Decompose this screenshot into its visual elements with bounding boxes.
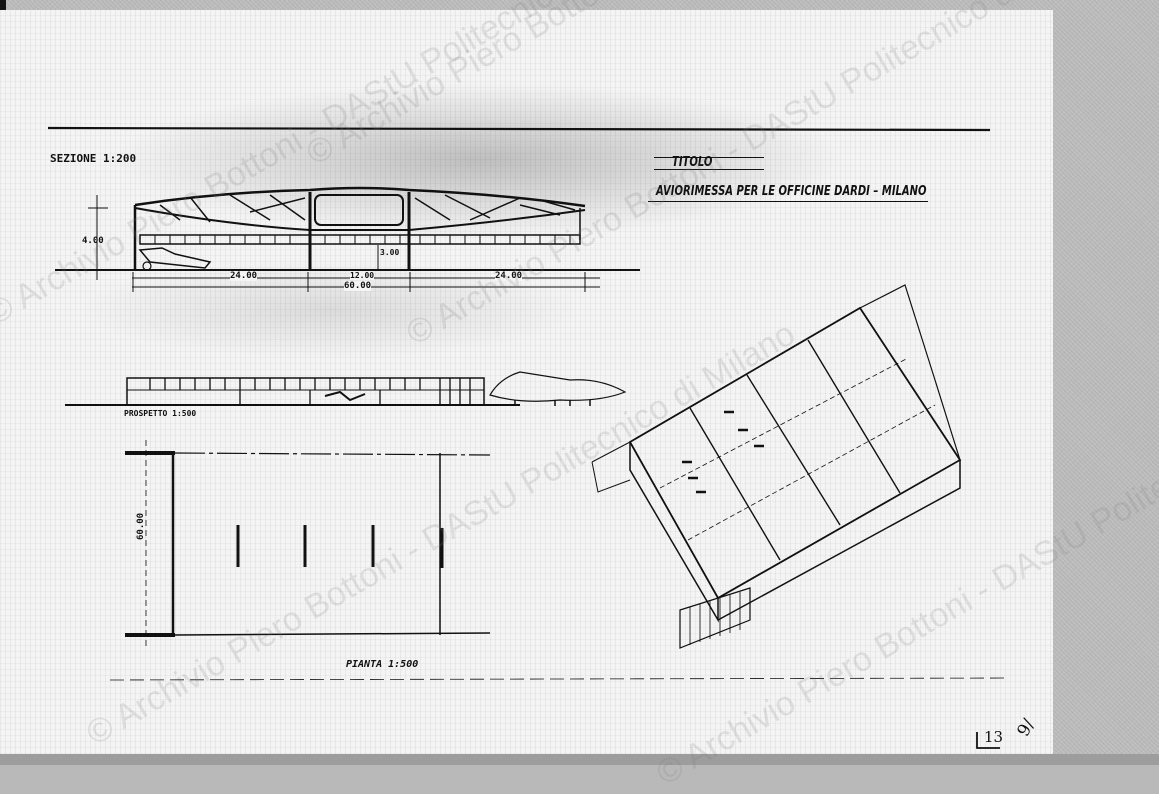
clear-height-dimension: 3.00: [380, 248, 400, 257]
title-heading: TITOLO: [672, 155, 713, 170]
section-drawing: [55, 186, 640, 292]
center-span-dimension: 12.00: [350, 271, 375, 280]
sheet-number: 13: [984, 728, 1004, 746]
drawing-linework: [47, 126, 1011, 749]
scan-corner-mark: [0, 0, 6, 10]
height-dimension: 4.00: [82, 236, 104, 246]
right-span-dimension: 24.00: [495, 271, 523, 281]
plan-depth-dimension: 60.00: [136, 512, 146, 540]
total-span-dimension: 60.00: [344, 281, 372, 291]
title-rule: [648, 201, 928, 202]
elevation-drawing: [65, 371, 627, 406]
paper-grain: [0, 10, 1053, 754]
perspective-drawing: [591, 284, 962, 649]
title-rule: [654, 157, 764, 158]
bottom-border: [0, 754, 1159, 765]
section-label: SEZIONE 1:200: [50, 152, 137, 165]
title-rule: [654, 169, 764, 170]
plan-drawing: [109, 440, 1011, 681]
elevation-label: PROSPETTO 1:500: [124, 409, 197, 418]
left-span-dimension: 24.00: [230, 271, 258, 281]
drawing-sheet: [0, 10, 1053, 754]
plan-label: PIANTA 1:500: [346, 659, 419, 670]
title-subject: AVIORIMESSA PER LE OFFICINE DARDI – MILA…: [656, 184, 927, 199]
